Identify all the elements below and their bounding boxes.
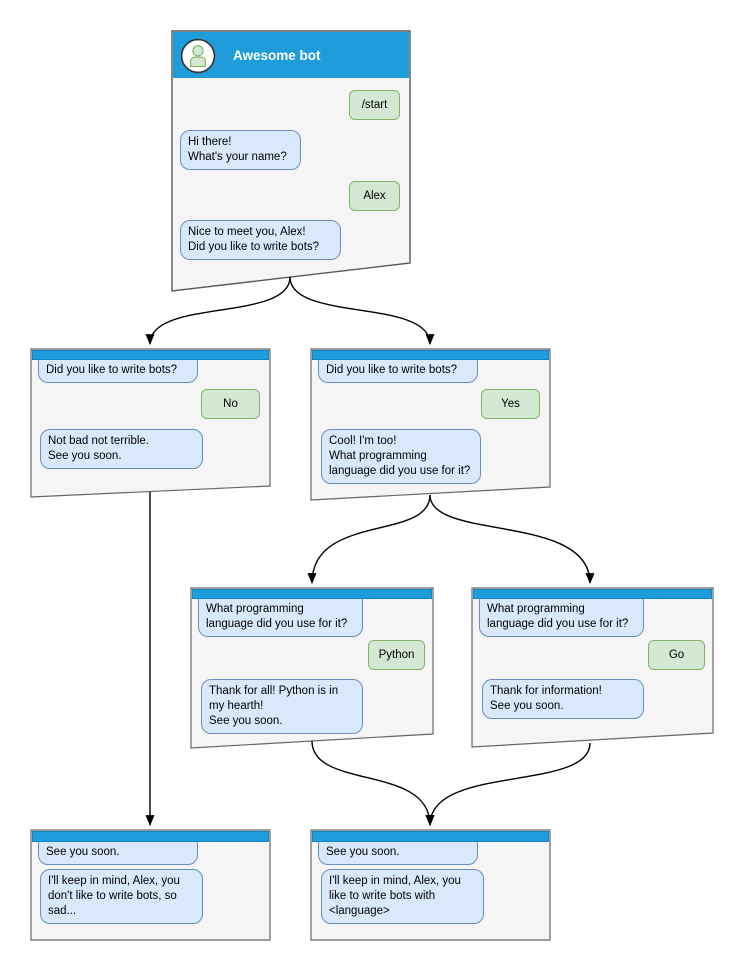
bot-message-question: Did you like to write bots?	[318, 358, 478, 383]
user-message-text: Go	[668, 649, 685, 661]
user-message-text: Yes	[501, 398, 520, 410]
bot-message-question: See you soon.	[318, 840, 478, 865]
user-message-name: Alex	[349, 181, 400, 211]
user-message-python: Python	[368, 640, 425, 670]
bot-message-question: Did you like to write bots?	[38, 358, 198, 383]
chat-title: Awesome bot	[233, 48, 321, 63]
user-message-no: No	[201, 389, 260, 419]
bot-message-question: See you soon.	[38, 840, 198, 865]
arrow-yes-to-go	[429, 494, 595, 585]
window-yes-branch-titlebar	[312, 350, 549, 360]
arrow-start-to-no	[145, 276, 291, 346]
bot-message-reply: Thank for information! See you soon.	[482, 679, 644, 719]
user-message-text: Alex	[363, 190, 386, 202]
arrow-start-to-yes	[289, 276, 435, 346]
window-bye-no-titlebar	[32, 831, 269, 842]
bot-message-reply: Thank for all! Python is in my hearth! S…	[201, 679, 363, 734]
bot-message-reply: I'll keep in mind, Alex, you like to wri…	[321, 869, 484, 924]
user-message-text: No	[223, 398, 238, 410]
bot-message-ask-bots: Nice to meet you, Alex! Did you like to …	[180, 220, 341, 260]
arrow-python-to-bye	[311, 740, 435, 827]
arrow-yes-to-python	[307, 494, 431, 585]
window-bye-yes-titlebar	[312, 831, 549, 842]
avatar-head	[192, 45, 204, 57]
user-message-text: /start	[361, 99, 388, 111]
avatar-body	[190, 56, 206, 67]
arrow-go-to-bye	[425, 742, 591, 827]
bot-message-question: What programming language did you use fo…	[198, 597, 363, 637]
bot-avatar-icon	[180, 38, 216, 74]
user-message-start-cmd: /start	[349, 90, 400, 120]
bot-message-question: What programming language did you use fo…	[479, 597, 644, 637]
window-python-titlebar	[192, 589, 432, 599]
window-go-titlebar	[473, 589, 712, 599]
bot-message-greeting: Hi there! What's your name?	[180, 130, 301, 170]
window-no-branch-titlebar	[32, 350, 269, 360]
bot-message-reply: Not bad not terrible. See you soon.	[40, 429, 203, 469]
bot-message-reply: Cool! I'm too! What programming language…	[321, 429, 481, 484]
bot-message-reply: I'll keep in mind, Alex, you don't like …	[40, 869, 203, 924]
user-message-go: Go	[648, 640, 705, 670]
user-message-yes: Yes	[481, 389, 540, 419]
user-message-text: Python	[378, 649, 415, 661]
